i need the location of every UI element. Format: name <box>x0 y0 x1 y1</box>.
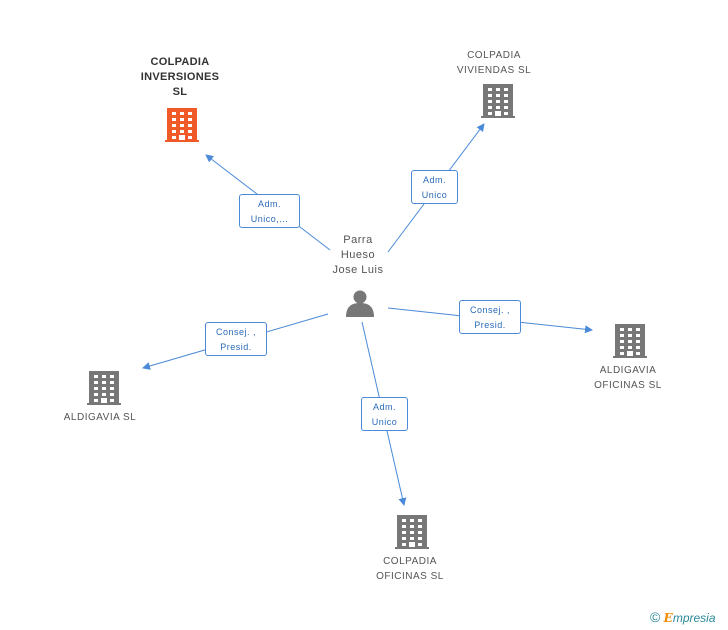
relation-label-aldigavia[interactable]: Consej. , Presid. <box>205 322 267 356</box>
relation-label-colpadia-viviendas[interactable]: Adm. Unico <box>411 170 458 204</box>
building-icon-aldigavia[interactable] <box>87 371 121 405</box>
relation-label-colpadia-oficinas[interactable]: Adm. Unico <box>361 397 408 431</box>
company-label-colpadia-oficinas[interactable]: COLPADIA OFICINAS SL <box>376 556 444 582</box>
icons <box>87 84 647 549</box>
building-icon-colpadia-inversiones[interactable] <box>165 108 199 142</box>
building-icon-colpadia-viviendas[interactable] <box>481 84 515 118</box>
relation-label-aldigavia-oficinas[interactable]: Consej. , Presid. <box>459 300 521 334</box>
footer-brand: © Empresia <box>650 609 716 625</box>
building-icon-aldigavia-oficinas[interactable] <box>613 324 647 358</box>
brand-name: mpresia <box>672 611 716 625</box>
company-label-aldigavia[interactable]: ALDIGAVIA SL <box>63 412 137 423</box>
building-icon-colpadia-oficinas[interactable] <box>395 515 429 549</box>
company-label-colpadia-viviendas[interactable]: COLPADIA VIVIENDAS SL <box>456 50 532 76</box>
company-label-colpadia-inversiones[interactable]: COLPADIA INVERSIONES SL <box>140 56 220 98</box>
person-name[interactable]: Parra Hueso Jose Luis <box>332 234 384 276</box>
brand-initial: E <box>663 611 673 625</box>
company-label-aldigavia-oficinas[interactable]: ALDIGAVIA OFICINAS SL <box>594 365 662 391</box>
person-icon[interactable] <box>346 290 374 318</box>
relation-label-colpadia-inversiones[interactable]: Adm. Unico,... <box>239 194 300 228</box>
copyright-icon: © <box>650 609 661 625</box>
